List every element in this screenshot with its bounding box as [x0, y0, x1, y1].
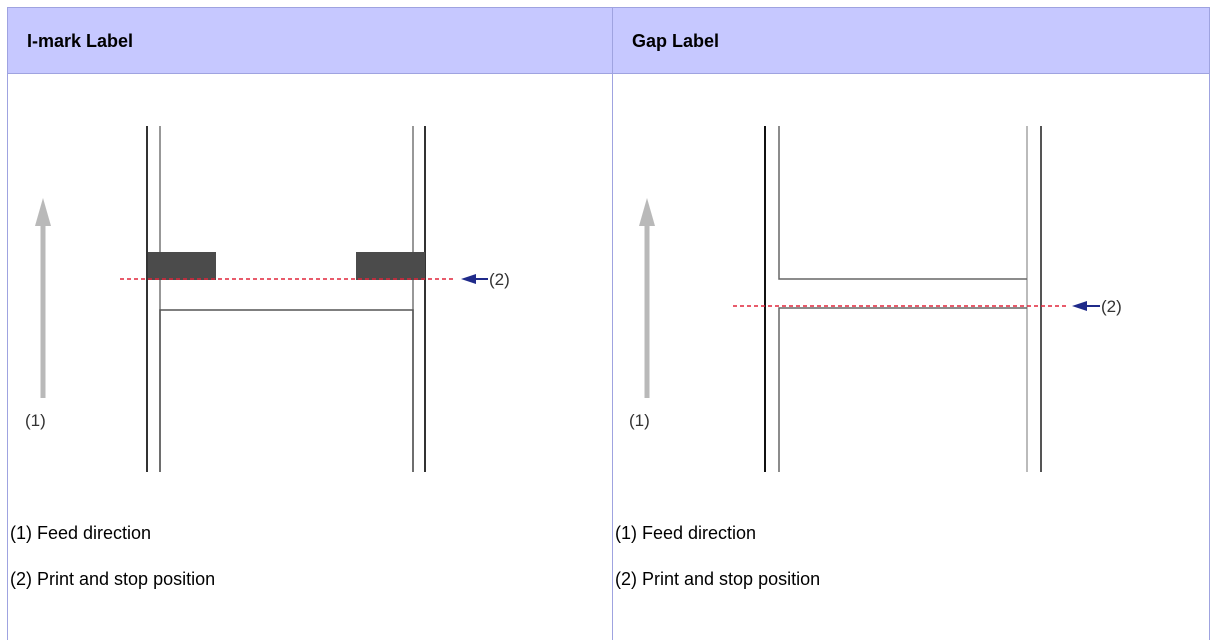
position-pointer-arrow [461, 274, 488, 284]
feed-label: (1) [25, 411, 46, 430]
note-print-stop-position: (2) Print and stop position [615, 569, 821, 589]
imark-header: I-mark Label [8, 8, 612, 74]
imark-figure: (1) (2) [8, 74, 612, 484]
gap-column: Gap Label (1) [613, 8, 1209, 640]
next-label-outline [778, 307, 1027, 472]
imark-column: I-mark Label (1) [8, 8, 613, 640]
feed-label: (1) [629, 411, 650, 430]
label-type-table: I-mark Label (1) [7, 7, 1210, 640]
imark-diagram: (1) (2) [25, 126, 510, 472]
imark-notes: (1) Feed direction (2) Print and stop po… [8, 510, 215, 602]
previous-label-outline [778, 126, 1027, 280]
gap-header: Gap Label [613, 8, 1209, 74]
gap-figure: (1) (2) [613, 74, 1209, 484]
imark-left [148, 252, 216, 280]
imark-right [356, 252, 425, 280]
position-pointer-arrow [1072, 301, 1100, 311]
note-feed-direction: (1) Feed direction [615, 523, 757, 543]
position-label: (2) [489, 270, 510, 289]
note-feed-direction: (1) Feed direction [10, 523, 152, 543]
feed-direction-arrow [35, 198, 51, 398]
position-label: (2) [1101, 297, 1122, 316]
gap-diagram: (1) (2) [629, 126, 1122, 472]
next-label-outline [159, 309, 414, 472]
feed-direction-arrow [639, 198, 655, 398]
gap-notes: (1) Feed direction (2) Print and stop po… [613, 510, 820, 602]
note-print-stop-position: (2) Print and stop position [10, 569, 216, 589]
